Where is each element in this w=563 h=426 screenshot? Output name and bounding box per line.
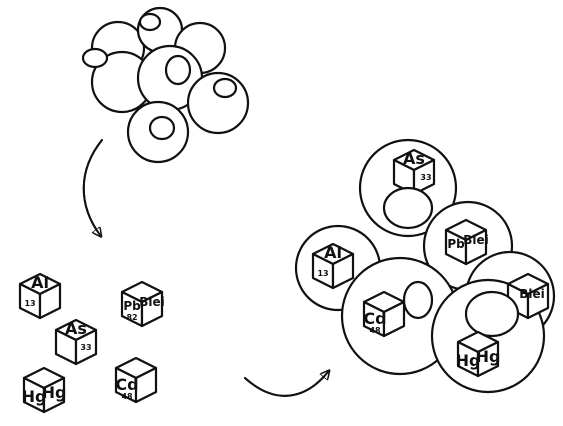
cube-number: 13 [24,299,35,308]
cube-symbol: As [403,149,425,168]
cube-name: Blei [519,287,545,301]
cube-symbol: Al [324,243,342,262]
cube-number: 82 [126,313,137,322]
cube-symbol: As [65,319,87,338]
cell-cluster-with-elements: As 33 Pb Blei Al 13 Cd 48 Blei Hg H [296,140,554,392]
cell-cluster-empty [83,8,248,162]
element-cube-cadmium: Cd 48 [115,358,156,402]
cube-name: Blei [139,295,165,309]
cell-element-cadmium: Cd 48 [363,292,404,336]
cube-symbol-side: Hg [476,347,501,366]
cube-number: 33 [80,343,91,352]
cube-number: 13 [317,269,328,278]
cube-name: Blei [463,233,489,247]
element-cube-arsenic: As 33 [56,319,96,364]
element-cube-mercury: Hg Hg [22,368,67,412]
cube-number: 33 [420,173,431,182]
cube-symbol-side: Hg [42,383,67,402]
element-cube-aluminium: Al 13 [20,273,60,318]
element-cube-lead: Pb Blei 82 [122,282,165,326]
cube-symbol: Al [31,273,49,292]
cube-number: 48 [121,392,133,401]
cube-number: 48 [369,326,381,335]
